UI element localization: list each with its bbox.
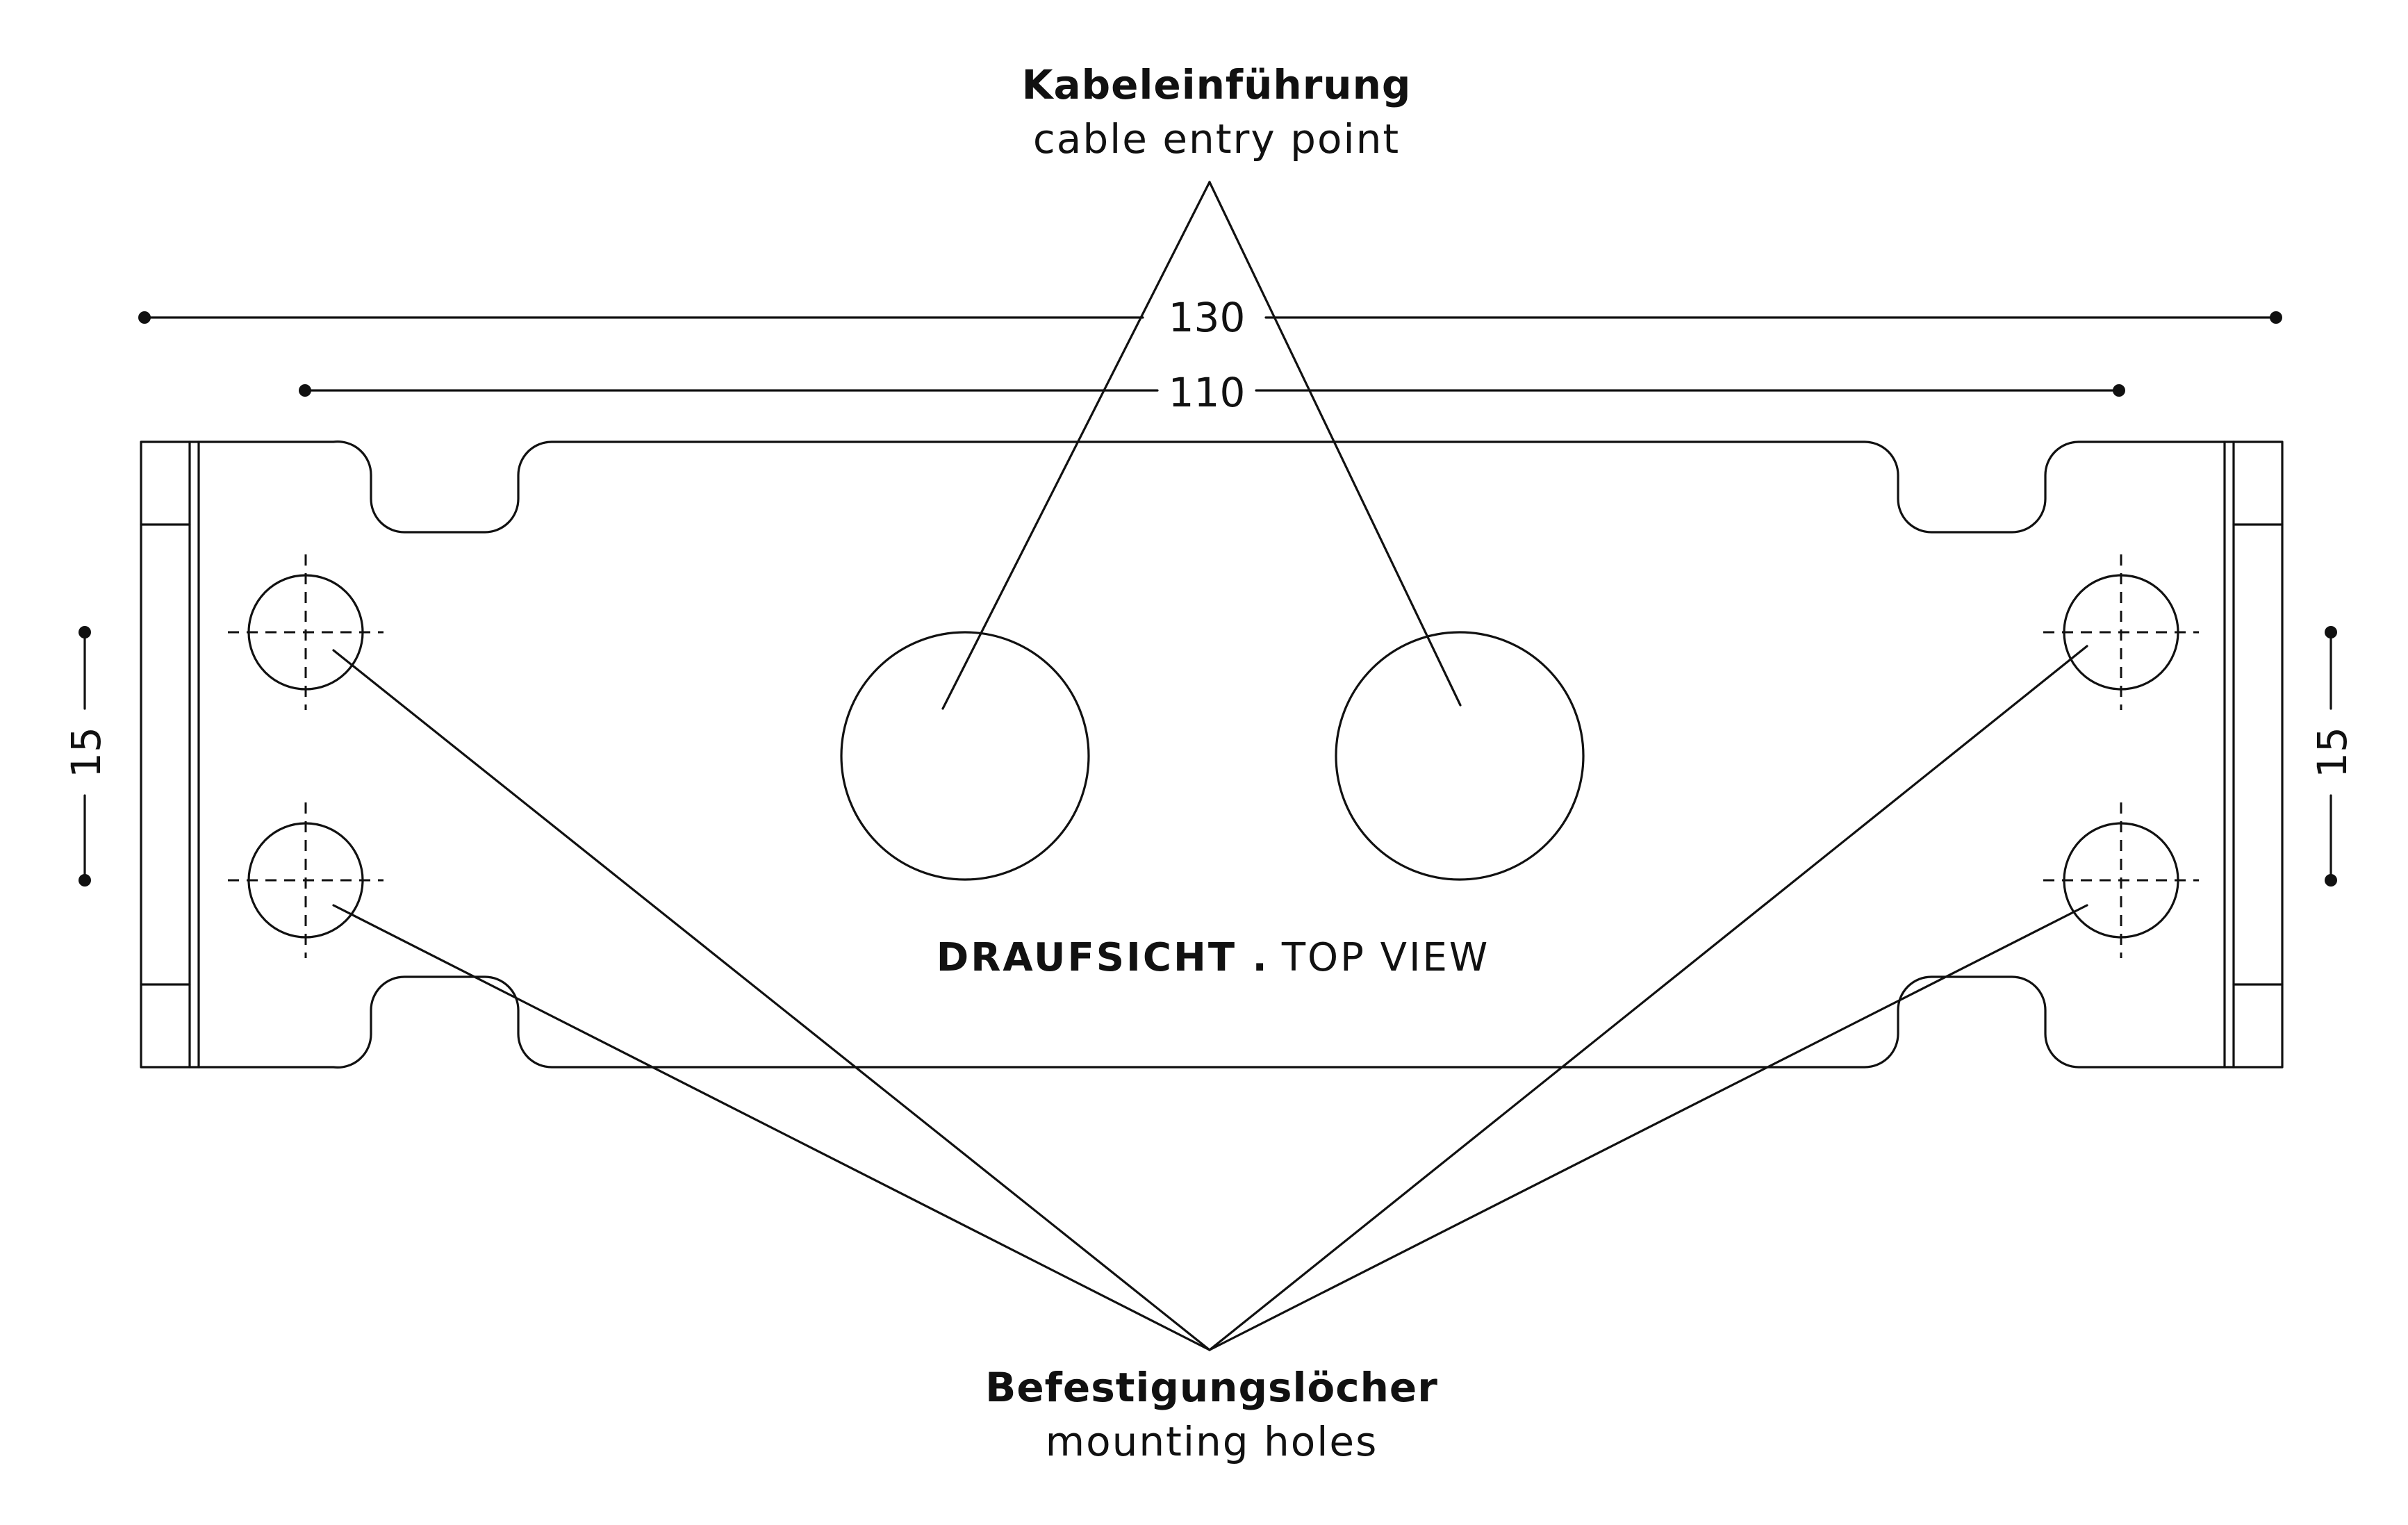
mounting-holes-title-en: mounting holes xyxy=(1046,1418,1378,1465)
cable-entry-title-de: Kabeleinführung xyxy=(1022,61,1412,108)
mounting-hole-bottom-right xyxy=(2043,802,2199,958)
dimension-right-pitch-label: 15 xyxy=(2309,727,2356,778)
mounting-hole-leaders xyxy=(332,645,2088,1351)
dimension-left-pitch: 15 xyxy=(63,626,110,887)
plate-outline xyxy=(140,440,2284,1069)
view-title-de: DRAUFSICHT . xyxy=(937,935,1269,980)
mounting-hole-bottom-left xyxy=(228,802,384,958)
view-title-en: TOP VIEW xyxy=(1281,935,1490,980)
left-end-cap xyxy=(140,440,200,1069)
mounting-holes-title-de: Befestigungslöcher xyxy=(985,1364,1438,1411)
cable-entry-leaders xyxy=(941,181,1462,710)
cable-entry-hole-left xyxy=(840,631,1090,881)
view-title: DRAUFSICHT . TOP VIEW xyxy=(937,935,1490,980)
dimension-right-pitch: 15 xyxy=(2309,626,2356,887)
right-end-cap xyxy=(2223,440,2284,1069)
dimension-left-pitch-label: 15 xyxy=(63,727,110,778)
dimension-overall-width: 130 xyxy=(138,294,2282,341)
dimension-overall-width-label: 130 xyxy=(1169,294,1246,341)
cable-entry-title-en: cable entry point xyxy=(1033,115,1400,163)
mounting-hole-top-left xyxy=(228,554,384,710)
cable-entry-hole-right xyxy=(1335,631,1585,881)
dimension-hole-spacing-label: 110 xyxy=(1169,369,1246,416)
mounting-hole-top-right xyxy=(2043,554,2199,710)
dimension-hole-spacing: 110 xyxy=(299,369,2125,416)
